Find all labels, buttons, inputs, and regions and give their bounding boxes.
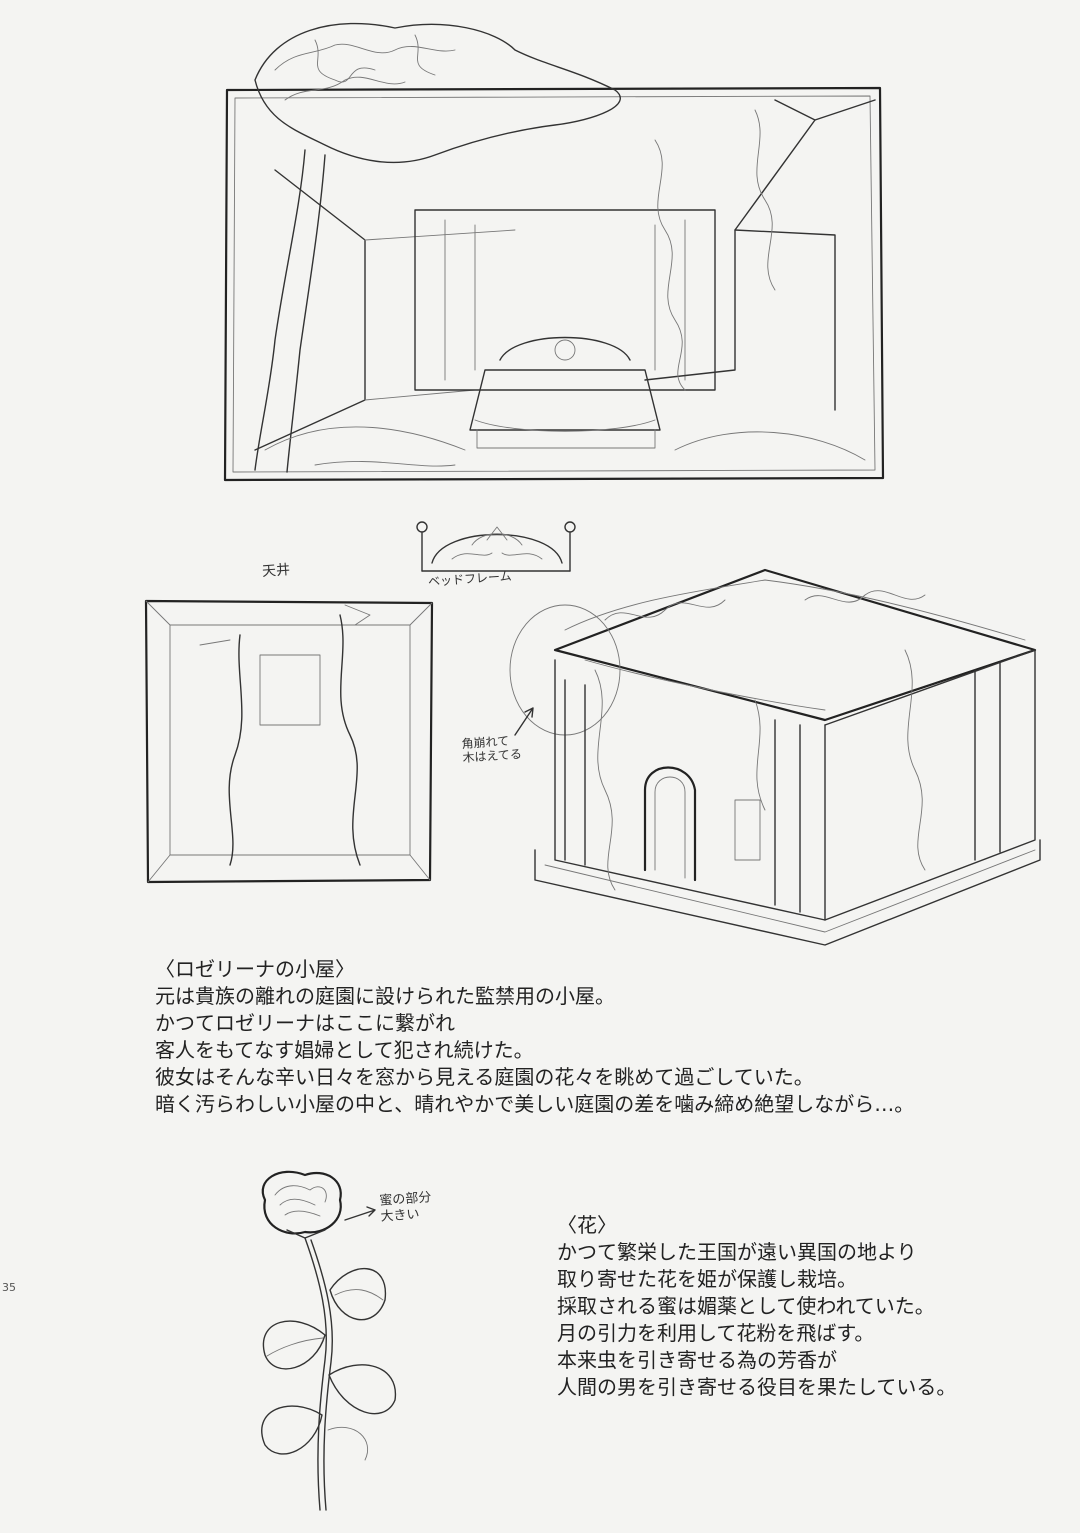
- flower-line: かつて繁栄した王国が遠い異国の地より: [557, 1240, 917, 1264]
- hut-line: かつてロゼリーナはここに繋がれ: [155, 1011, 455, 1035]
- ceiling-label: 天井: [261, 562, 291, 580]
- hut-line: 客人をもてなす娼婦として犯され続けた。: [155, 1038, 534, 1062]
- hut-line: 元は貴族の離れの庭園に設けられた監禁用の小屋。: [155, 984, 615, 1008]
- flower-description: 〈花〉 かつて繁栄した王国が遠い異国の地より 取り寄せた花を姫が保護し栽培。 採…: [557, 1212, 956, 1401]
- bedroom-interior-sketch: [223, 22, 885, 482]
- flower-line: 本来虫を引き寄せる為の芳香が: [557, 1348, 837, 1372]
- flower-heading: 〈花〉: [557, 1213, 617, 1237]
- bed-frame-sketch: [416, 521, 576, 572]
- hut-exterior-sketch: [509, 568, 1041, 946]
- flower-line: 月の引力を利用して花粉を飛ばす。: [557, 1321, 875, 1345]
- flower-line: 取り寄せた花を姫が保護し栽培。: [557, 1267, 857, 1291]
- collapsed-corner-note: 角崩れて 木はえてる: [461, 733, 523, 766]
- flower-line: 人間の男を引き寄せる役目を果たしている。: [557, 1375, 957, 1399]
- flower-line: 採取される蜜は媚薬として使われていた。: [557, 1294, 935, 1318]
- hut-description: 〈ロゼリーナの小屋〉 元は貴族の離れの庭園に設けられた監禁用の小屋。 かつてロゼ…: [155, 956, 914, 1118]
- page-number: 35: [2, 1281, 16, 1294]
- hut-line: 彼女はそんな辛い日々を窓から見える庭園の花々を眺めて過ごしていた。: [155, 1065, 814, 1089]
- flower-nectar-note: 蜜の部分 大きい: [378, 1190, 432, 1225]
- ceiling-sketch: [144, 599, 434, 884]
- hut-heading: 〈ロゼリーナの小屋〉: [155, 957, 355, 981]
- flower-sketch: [261, 1170, 396, 1511]
- hut-line: 暗く汚らわしい小屋の中と、晴れやかで美しい庭園の差を噛み締め絶望しながら…。: [155, 1092, 915, 1116]
